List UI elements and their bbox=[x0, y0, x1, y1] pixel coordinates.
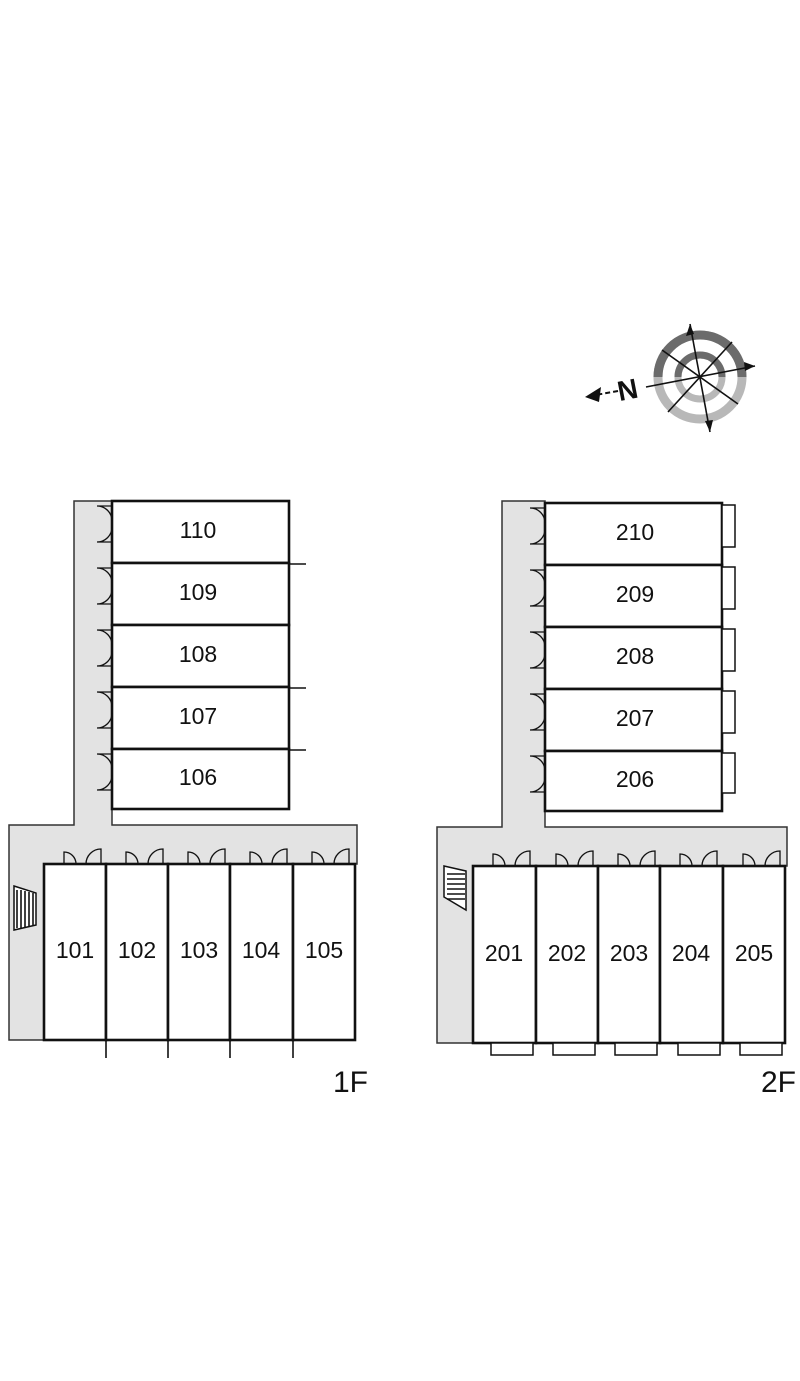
room-number: 203 bbox=[610, 940, 648, 966]
floor-2f-plan: 210 209 208 207 206 bbox=[436, 500, 796, 1099]
room-number: 209 bbox=[616, 581, 654, 607]
room-209[interactable]: 209 bbox=[543, 563, 724, 629]
room-number: 109 bbox=[179, 579, 217, 605]
room-203[interactable]: 203 bbox=[596, 864, 662, 1045]
room-number: 208 bbox=[616, 643, 654, 669]
room-104[interactable]: 104 bbox=[228, 862, 295, 1042]
room-number: 102 bbox=[118, 937, 156, 963]
room-103[interactable]: 103 bbox=[166, 862, 232, 1042]
stairs-icon-1f bbox=[13, 884, 37, 931]
room-101[interactable]: 101 bbox=[42, 862, 108, 1042]
north-arrow-icon bbox=[585, 387, 619, 402]
room-number: 108 bbox=[179, 641, 217, 667]
room-number: 103 bbox=[180, 937, 218, 963]
balconies-2f-wing bbox=[721, 504, 736, 794]
room-202[interactable]: 202 bbox=[534, 864, 600, 1045]
room-108[interactable]: 108 bbox=[110, 623, 291, 689]
room-106[interactable]: 106 bbox=[110, 747, 291, 811]
room-number: 107 bbox=[179, 703, 217, 729]
room-204[interactable]: 204 bbox=[658, 864, 725, 1045]
room-205[interactable]: 205 bbox=[721, 864, 787, 1045]
door-icons-1f-wing bbox=[96, 505, 113, 791]
room-number: 206 bbox=[616, 766, 654, 792]
room-number: 105 bbox=[305, 937, 343, 963]
room-number: 202 bbox=[548, 940, 586, 966]
room-number: 106 bbox=[179, 764, 217, 790]
room-number: 201 bbox=[485, 940, 523, 966]
room-number: 210 bbox=[616, 519, 654, 545]
floor-label-1f: 1F bbox=[333, 1066, 368, 1099]
room-number: 204 bbox=[672, 940, 711, 966]
floor-1f-plan: 110 109 108 107 106 bbox=[8, 499, 368, 1099]
room-207[interactable]: 207 bbox=[543, 687, 724, 753]
stairs-icon-2f bbox=[443, 865, 467, 912]
room-number: 110 bbox=[180, 517, 217, 543]
room-number: 207 bbox=[616, 705, 654, 731]
door-icons-2f-row bbox=[492, 850, 781, 867]
room-number: 104 bbox=[242, 937, 281, 963]
room-109[interactable]: 109 bbox=[110, 561, 291, 627]
room-102[interactable]: 102 bbox=[104, 862, 170, 1042]
room-110[interactable]: 110 bbox=[110, 499, 291, 565]
compass: N bbox=[585, 323, 756, 433]
room-210[interactable]: 210 bbox=[543, 501, 724, 567]
north-label: N bbox=[615, 373, 641, 407]
door-icons-1f-row bbox=[63, 848, 350, 865]
room-206[interactable]: 206 bbox=[543, 749, 724, 813]
floor-label-2f: 2F bbox=[761, 1066, 796, 1099]
room-201[interactable]: 201 bbox=[471, 864, 538, 1045]
balconies-2f-row bbox=[490, 1042, 783, 1056]
room-107[interactable]: 107 bbox=[110, 685, 291, 751]
room-number: 205 bbox=[735, 940, 773, 966]
room-208[interactable]: 208 bbox=[543, 625, 724, 691]
room-number: 101 bbox=[56, 937, 94, 963]
door-icons-2f-wing bbox=[529, 507, 546, 793]
room-105[interactable]: 105 bbox=[291, 862, 357, 1042]
